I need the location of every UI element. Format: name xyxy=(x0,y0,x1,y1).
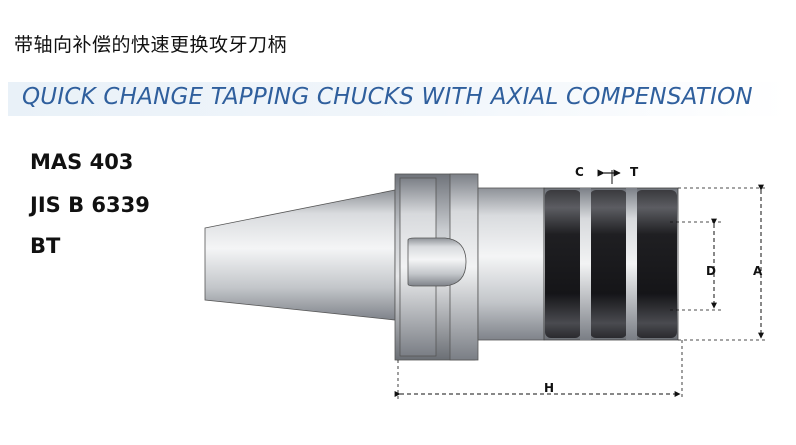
label-c: C xyxy=(575,165,584,179)
standard-mas: MAS 403 xyxy=(30,150,134,174)
standard-jis: JIS B 6339 xyxy=(30,193,150,217)
steel-band-2 xyxy=(626,188,637,340)
neck xyxy=(477,187,545,341)
standard-bt: BT xyxy=(30,234,61,258)
english-title: QUICK CHANGE TAPPING CHUCKS WITH AXIAL C… xyxy=(22,84,753,110)
taper-shank xyxy=(204,189,396,321)
label-t: T xyxy=(630,165,639,179)
steel-band-1 xyxy=(580,188,591,340)
chinese-title: 带轴向补偿的快速更换攻牙刀柄 xyxy=(14,34,288,56)
rubber-ring-3 xyxy=(636,190,677,338)
label-d: D xyxy=(706,264,716,278)
flange-groove xyxy=(407,237,467,287)
rubber-ring-2 xyxy=(590,190,627,338)
title-banner xyxy=(8,82,788,116)
label-h: H xyxy=(544,381,554,395)
label-a: A xyxy=(753,264,763,278)
rubber-ring-1 xyxy=(545,190,581,338)
